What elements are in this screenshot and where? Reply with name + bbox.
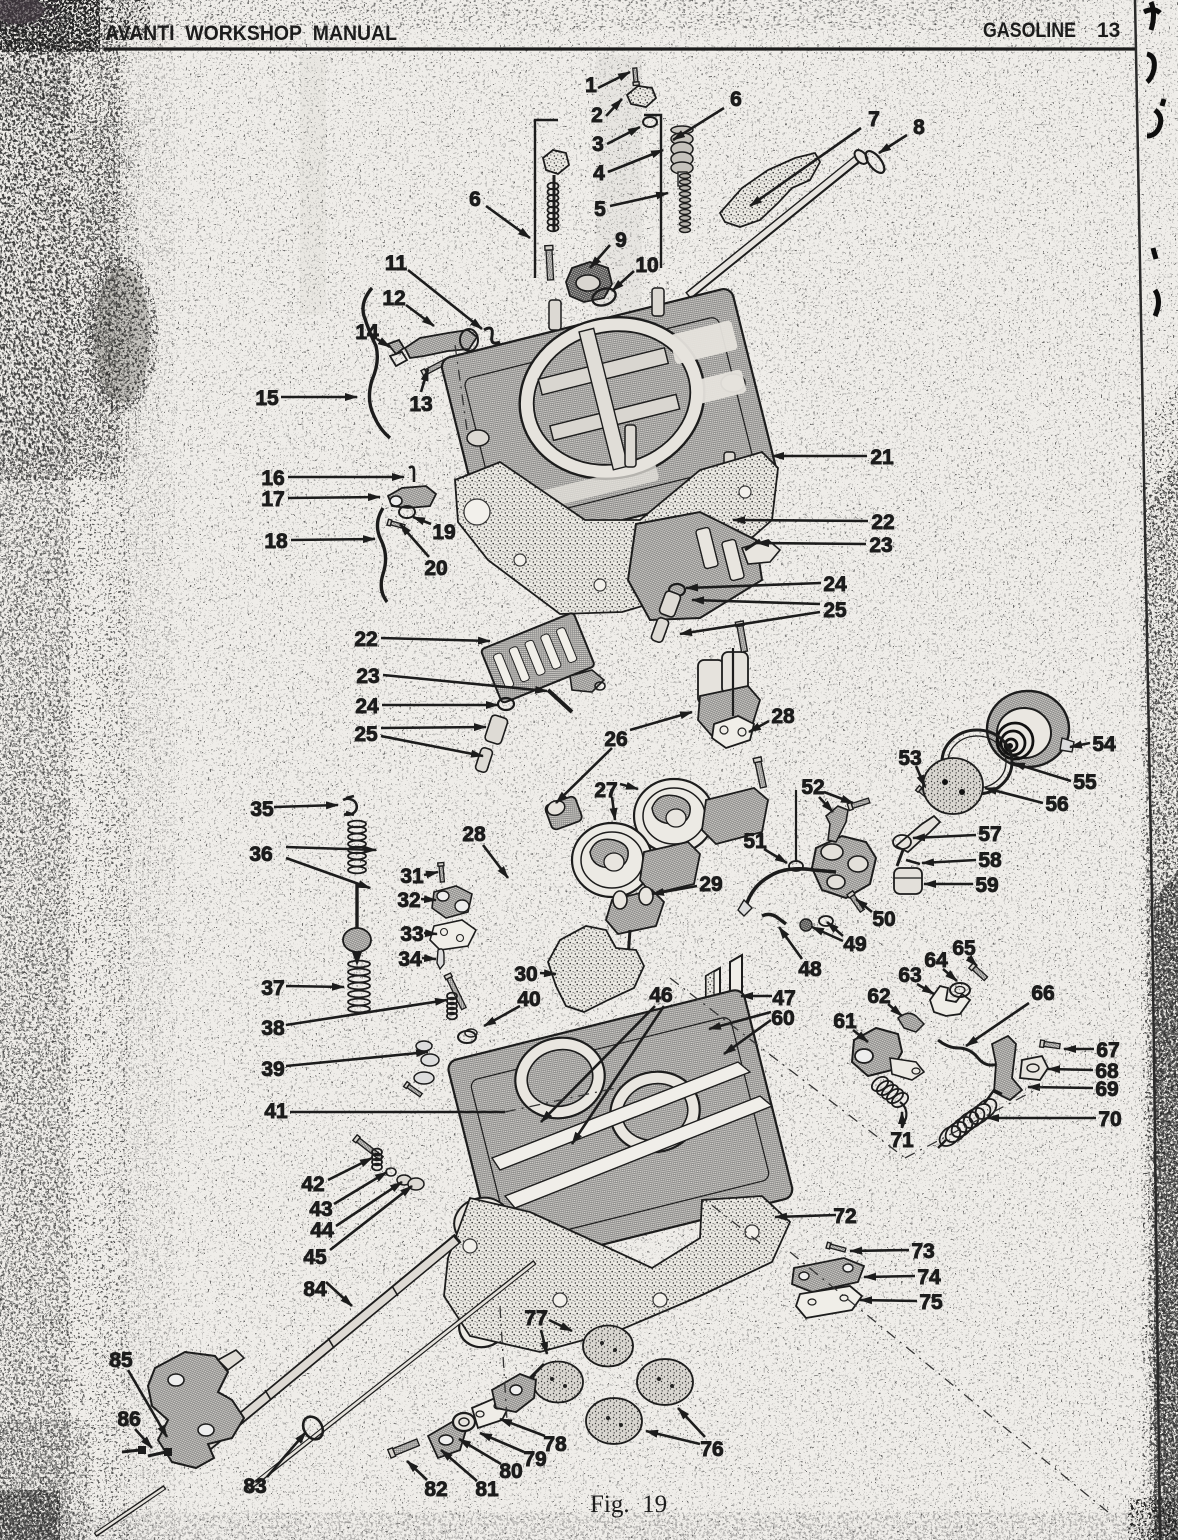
svg-text:45: 45 xyxy=(303,1246,327,1269)
svg-text:4: 4 xyxy=(593,162,605,185)
svg-text:8: 8 xyxy=(913,116,925,139)
svg-text:14: 14 xyxy=(355,321,379,344)
svg-text:44: 44 xyxy=(310,1219,334,1242)
svg-text:39: 39 xyxy=(261,1058,284,1081)
svg-text:83: 83 xyxy=(243,1475,266,1498)
svg-text:26: 26 xyxy=(604,728,627,751)
svg-text:25: 25 xyxy=(823,599,847,622)
svg-text:51: 51 xyxy=(743,830,767,853)
svg-text:13: 13 xyxy=(1097,19,1120,42)
svg-text:GASOLINE: GASOLINE xyxy=(983,19,1076,42)
svg-text:43: 43 xyxy=(309,1198,332,1221)
svg-text:30: 30 xyxy=(514,963,537,986)
svg-text:63: 63 xyxy=(898,964,921,987)
svg-text:10: 10 xyxy=(635,254,658,277)
svg-text:22: 22 xyxy=(871,511,894,534)
svg-text:5: 5 xyxy=(594,198,606,221)
svg-text:6: 6 xyxy=(730,88,742,111)
svg-text:38: 38 xyxy=(261,1017,285,1040)
svg-text:54: 54 xyxy=(1092,733,1116,756)
svg-text:42: 42 xyxy=(301,1173,324,1196)
svg-text:29: 29 xyxy=(699,873,722,896)
svg-text:20: 20 xyxy=(424,557,447,580)
svg-text:17: 17 xyxy=(261,488,284,511)
svg-text:49: 49 xyxy=(843,933,866,956)
svg-text:24: 24 xyxy=(823,573,847,596)
svg-text:22: 22 xyxy=(354,628,377,651)
svg-text:65: 65 xyxy=(952,937,976,960)
svg-text:74: 74 xyxy=(917,1266,941,1289)
svg-text:70: 70 xyxy=(1098,1108,1121,1131)
svg-text:40: 40 xyxy=(517,988,540,1011)
svg-text:2: 2 xyxy=(591,104,603,127)
svg-text:13: 13 xyxy=(409,393,432,416)
svg-text:57: 57 xyxy=(978,823,1001,846)
svg-text:33: 33 xyxy=(400,923,423,946)
svg-text:81: 81 xyxy=(475,1478,499,1501)
svg-text:78: 78 xyxy=(543,1433,567,1456)
svg-text:84: 84 xyxy=(303,1278,327,1301)
svg-text:72: 72 xyxy=(833,1205,856,1228)
svg-text:73: 73 xyxy=(911,1240,934,1263)
svg-text:68: 68 xyxy=(1095,1060,1119,1083)
svg-text:50: 50 xyxy=(872,908,895,931)
svg-text:15: 15 xyxy=(255,387,279,410)
svg-text:6: 6 xyxy=(469,188,481,211)
svg-text:21: 21 xyxy=(870,446,894,469)
svg-text:3: 3 xyxy=(592,133,604,156)
svg-text:82: 82 xyxy=(424,1478,447,1501)
svg-text:55: 55 xyxy=(1073,771,1097,794)
svg-text:62: 62 xyxy=(867,985,890,1008)
svg-text:58: 58 xyxy=(978,849,1002,872)
svg-text:64: 64 xyxy=(924,949,948,972)
svg-text:85: 85 xyxy=(109,1349,133,1372)
svg-text:41: 41 xyxy=(264,1100,288,1123)
svg-text:67: 67 xyxy=(1096,1039,1119,1062)
svg-text:16: 16 xyxy=(261,467,284,490)
svg-text:23: 23 xyxy=(869,534,892,557)
svg-text:32: 32 xyxy=(397,889,420,912)
svg-text:25: 25 xyxy=(354,723,378,746)
svg-text:28: 28 xyxy=(462,823,486,846)
svg-text:36: 36 xyxy=(249,843,272,866)
svg-text:1: 1 xyxy=(585,74,597,97)
svg-text:59: 59 xyxy=(975,874,998,897)
svg-text:34: 34 xyxy=(398,948,422,971)
svg-text:75: 75 xyxy=(919,1291,943,1314)
svg-text:18: 18 xyxy=(264,530,288,553)
svg-text:23: 23 xyxy=(356,665,379,688)
svg-text:69: 69 xyxy=(1095,1078,1118,1101)
svg-text:80: 80 xyxy=(499,1460,522,1483)
svg-text:12: 12 xyxy=(382,287,405,310)
svg-text:53: 53 xyxy=(898,747,921,770)
svg-text:76: 76 xyxy=(700,1438,723,1461)
svg-text:7: 7 xyxy=(868,108,880,131)
svg-text:77: 77 xyxy=(524,1307,547,1330)
svg-text:47: 47 xyxy=(772,987,795,1010)
svg-text:24: 24 xyxy=(355,695,379,718)
svg-text:19: 19 xyxy=(432,521,455,544)
svg-text:48: 48 xyxy=(798,958,822,981)
svg-text:37: 37 xyxy=(261,977,284,1000)
svg-text:46: 46 xyxy=(649,984,672,1007)
svg-text:60: 60 xyxy=(771,1007,794,1030)
svg-text:31: 31 xyxy=(400,865,424,888)
svg-text:66: 66 xyxy=(1031,982,1054,1005)
svg-text:56: 56 xyxy=(1045,793,1068,816)
svg-text:71: 71 xyxy=(890,1129,914,1152)
svg-text:35: 35 xyxy=(250,798,274,821)
svg-text:28: 28 xyxy=(771,705,795,728)
svg-text:79: 79 xyxy=(523,1448,546,1471)
svg-text:61: 61 xyxy=(833,1010,857,1033)
svg-text:86: 86 xyxy=(117,1408,140,1431)
svg-text:AVANTI WORKSHOP MANUAL: AVANTI WORKSHOP MANUAL xyxy=(105,22,397,45)
svg-text:Fig. 19: Fig. 19 xyxy=(590,1491,667,1518)
svg-text:27: 27 xyxy=(594,779,617,802)
svg-text:52: 52 xyxy=(801,776,824,799)
svg-text:9: 9 xyxy=(615,229,627,252)
svg-text:11: 11 xyxy=(385,252,408,275)
